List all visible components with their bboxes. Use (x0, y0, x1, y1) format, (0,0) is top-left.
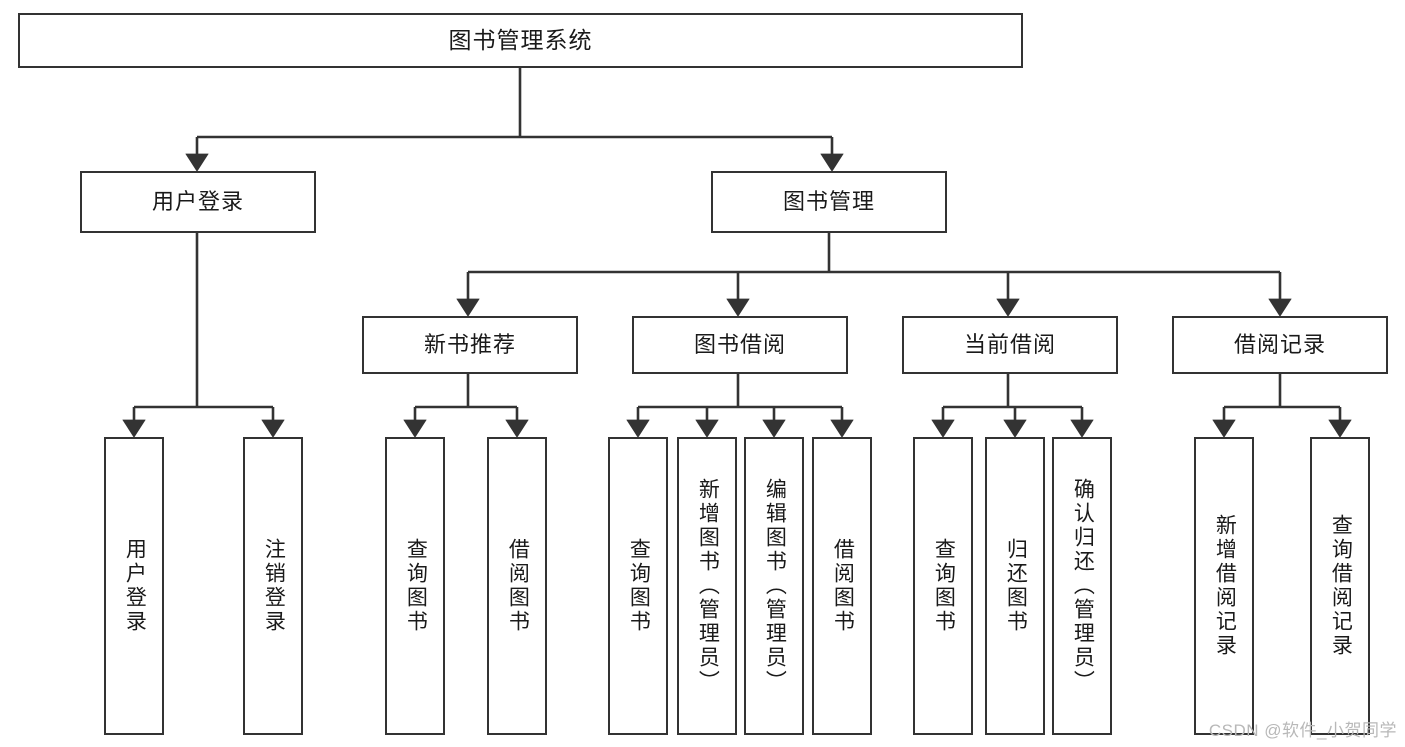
watermark: CSDN @软件_小贺同学 (1208, 721, 1397, 740)
leaf-node-label: 查询图书 (404, 538, 428, 634)
leaf-node-label: 新增借阅记录 (1213, 514, 1237, 658)
leaf-node[interactable]: 新增借阅记录 (1194, 437, 1254, 735)
node-new-book-recommend[interactable]: 新书推荐 (362, 316, 578, 374)
leaf-node-label: 确认归还（管理员） (1071, 478, 1095, 694)
leaf-node-label: 归还图书 (1004, 538, 1028, 634)
leaf-node[interactable]: 查询图书 (385, 437, 445, 735)
node-book-management[interactable]: 图书管理 (711, 171, 947, 233)
leaf-node-label: 借阅图书 (831, 538, 855, 634)
node-user-login[interactable]: 用户登录 (80, 171, 316, 233)
leaf-node[interactable]: 用户登录 (104, 437, 164, 735)
leaf-node[interactable]: 编辑图书（管理员） (744, 437, 804, 735)
leaf-node[interactable]: 查询借阅记录 (1310, 437, 1370, 735)
leaf-node[interactable]: 查询图书 (608, 437, 668, 735)
leaf-node-label: 查询图书 (627, 538, 651, 634)
node-root-label: 图书管理系统 (448, 26, 593, 53)
leaf-node-label: 用户登录 (123, 538, 147, 634)
leaf-node[interactable]: 归还图书 (985, 437, 1045, 735)
node-user-login-label: 用户登录 (151, 189, 244, 215)
leaf-node-label: 编辑图书（管理员） (763, 478, 787, 694)
node-borrow-records-label: 借阅记录 (1233, 332, 1326, 358)
leaf-node[interactable]: 查询图书 (913, 437, 973, 735)
node-borrow-records[interactable]: 借阅记录 (1172, 316, 1388, 374)
leaf-node[interactable]: 新增图书（管理员） (677, 437, 737, 735)
node-current-borrow-label: 当前借阅 (963, 332, 1056, 358)
leaf-node-label: 查询借阅记录 (1329, 514, 1353, 658)
leaf-node-label: 新增图书（管理员） (696, 478, 720, 694)
leaf-node-label: 借阅图书 (506, 538, 530, 634)
leaf-node-label: 查询图书 (932, 538, 956, 634)
leaf-node[interactable]: 借阅图书 (487, 437, 547, 735)
leaf-node[interactable]: 确认归还（管理员） (1052, 437, 1112, 735)
node-root[interactable]: 图书管理系统 (18, 13, 1023, 68)
node-book-borrow[interactable]: 图书借阅 (632, 316, 848, 374)
leaf-node[interactable]: 借阅图书 (812, 437, 872, 735)
leaf-node[interactable]: 注销登录 (243, 437, 303, 735)
node-book-management-label: 图书管理 (782, 189, 875, 215)
leaf-node-label: 注销登录 (262, 538, 286, 634)
node-current-borrow[interactable]: 当前借阅 (902, 316, 1118, 374)
node-new-book-recommend-label: 新书推荐 (423, 332, 516, 358)
node-book-borrow-label: 图书借阅 (693, 332, 786, 358)
